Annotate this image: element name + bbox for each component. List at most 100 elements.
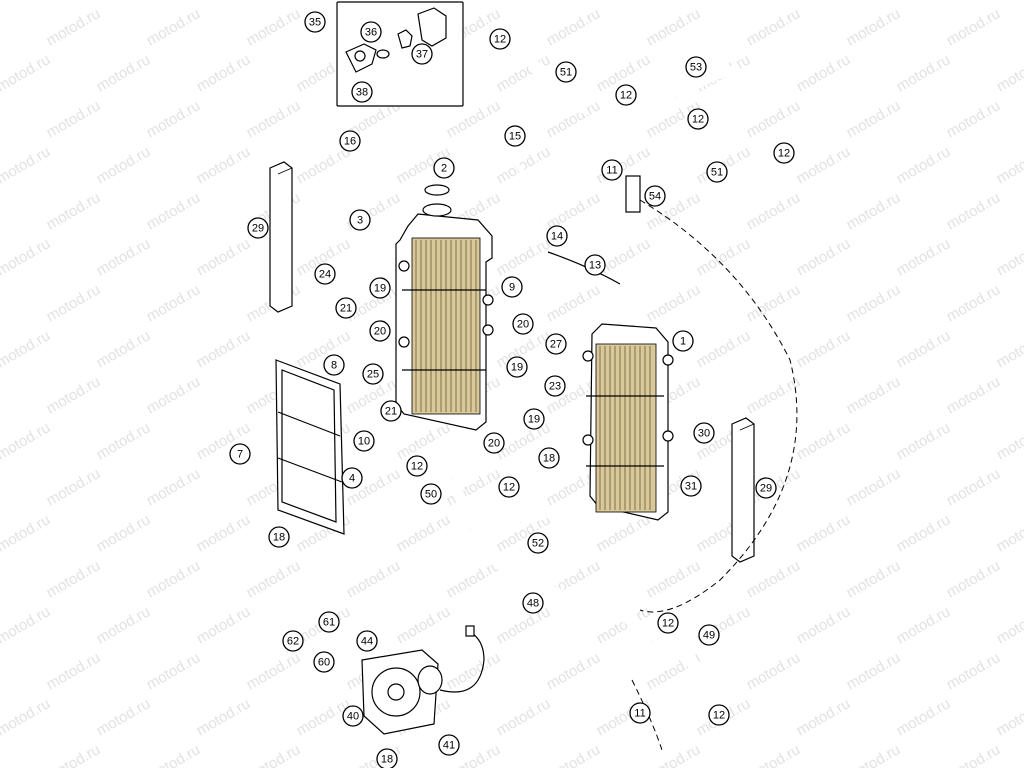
watermark-text: motod.ru	[0, 97, 3, 141]
watermark-text: motod.ru	[144, 5, 204, 49]
watermark-text: motod.ru	[144, 465, 204, 509]
watermark-text: motod.ru	[544, 281, 604, 325]
watermark-text: motod.ru	[0, 649, 3, 693]
watermark-text: motod.ru	[0, 557, 3, 601]
callout-label: 35	[309, 17, 321, 29]
callout-label: 1	[680, 336, 686, 348]
callout-31: 31	[680, 475, 702, 497]
watermark-text: motod.ru	[944, 281, 1004, 325]
watermark-text: motod.ru	[444, 649, 504, 693]
callout-23: 23	[544, 375, 566, 397]
watermark-text: motod.ru	[744, 557, 804, 601]
watermark-text: motod.ru	[94, 327, 154, 371]
callout-label: 16	[344, 136, 356, 148]
foam-strip-left	[269, 161, 293, 313]
watermark-text: motod.ru	[0, 465, 3, 509]
callout-label: 11	[634, 708, 645, 720]
watermark-text: motod.ru	[794, 419, 854, 463]
watermark-text: motod.ru	[494, 695, 554, 739]
watermark-text: motod.ru	[744, 97, 804, 141]
callout-label: 19	[528, 414, 540, 426]
callout-label: 15	[509, 131, 521, 143]
watermark-text: motod.ru	[94, 603, 154, 647]
callout-label: 10	[358, 436, 370, 448]
callout-label: 20	[488, 438, 500, 450]
watermark-text: motod.ru	[894, 419, 954, 463]
watermark-text: motod.ru	[644, 281, 704, 325]
callout-label: 8	[331, 360, 337, 372]
callout-label: 19	[374, 283, 386, 295]
watermark-text: motod.ru	[794, 143, 854, 187]
watermark-text: motod.ru	[844, 557, 904, 601]
callout-15: 15	[504, 125, 526, 147]
callout-21: 21	[335, 297, 357, 319]
watermark-text: motod.ru	[894, 143, 954, 187]
callout-12: 12	[615, 84, 637, 106]
watermark-text: motod.ru	[394, 603, 454, 647]
callout-label: 20	[374, 326, 386, 338]
watermark-text: motod.ru	[244, 5, 304, 49]
callout-label: 12	[503, 482, 515, 494]
watermark-text: motod.ru	[844, 97, 904, 141]
watermark-text: motod.ru	[0, 235, 53, 279]
callout-label: 29	[252, 223, 264, 235]
watermark-text: motod.ru	[0, 189, 3, 233]
watermark-text: motod.ru	[844, 649, 904, 693]
watermark-text: motod.ru	[94, 419, 154, 463]
watermark-text: motod.ru	[194, 327, 254, 371]
callout-label: 53	[690, 62, 702, 74]
watermark-text: motod.ru	[794, 327, 854, 371]
foam-strip-right	[731, 417, 755, 563]
callout-label: 14	[551, 231, 563, 243]
watermark-text: motod.ru	[44, 5, 104, 49]
callout-60: 60	[313, 651, 335, 673]
callout-19: 19	[369, 277, 391, 299]
callout-layer: 3536373816232924192120920271923825211074…	[229, 11, 795, 768]
watermark-text: motod.ru	[794, 695, 854, 739]
watermark-text: motod.ru	[194, 603, 254, 647]
callout-29: 29	[755, 477, 777, 499]
callout-label: 18	[543, 453, 555, 465]
callout-label: 31	[685, 481, 697, 493]
watermark-text: motod.ru	[944, 557, 1004, 601]
callout-label: 51	[711, 167, 723, 179]
callout-11: 11	[601, 159, 623, 181]
watermark-text: motod.ru	[44, 649, 104, 693]
watermark-text: motod.ru	[944, 97, 1004, 141]
watermark-text: motod.ru	[744, 189, 804, 233]
callout-label: 12	[713, 710, 725, 722]
callout-50: 50	[420, 483, 442, 505]
watermark-text: motod.ru	[144, 97, 204, 141]
callout-label: 25	[367, 369, 379, 381]
watermark-text: motod.ru	[44, 97, 104, 141]
callout-12: 12	[687, 108, 709, 130]
watermark-text: motod.ru	[994, 603, 1024, 647]
callout-label: 19	[511, 362, 523, 374]
watermark-text: motod.ru	[794, 511, 854, 555]
callout-label: 12	[662, 618, 674, 630]
callout-18: 18	[376, 748, 398, 768]
callout-label: 61	[323, 617, 335, 629]
watermark-text: motod.ru	[644, 5, 704, 49]
watermark-text: motod.ru	[844, 281, 904, 325]
watermark-text: motod.ru	[94, 511, 154, 555]
watermark-text: motod.ru	[644, 557, 704, 601]
callout-12: 12	[489, 28, 511, 50]
callout-label: 44	[361, 636, 373, 648]
radiator-right	[582, 323, 674, 521]
callout-41: 41	[438, 734, 460, 756]
watermark-text: motod.ru	[94, 235, 154, 279]
callout-label: 40	[347, 711, 359, 723]
watermark-text: motod.ru	[994, 143, 1024, 187]
callout-16: 16	[339, 130, 361, 152]
watermark-text: motod.ru	[494, 0, 554, 3]
callout-label: 29	[760, 483, 772, 495]
watermark-text: motod.ru	[44, 281, 104, 325]
watermark-text: motod.ru	[244, 557, 304, 601]
watermark-text: motod.ru	[144, 281, 204, 325]
watermark-text: motod.ru	[0, 511, 53, 555]
callout-19: 19	[523, 408, 545, 430]
watermark-text: motod.ru	[994, 0, 1024, 3]
watermark-text: motod.ru	[694, 0, 754, 3]
callout-label: 62	[287, 636, 299, 648]
